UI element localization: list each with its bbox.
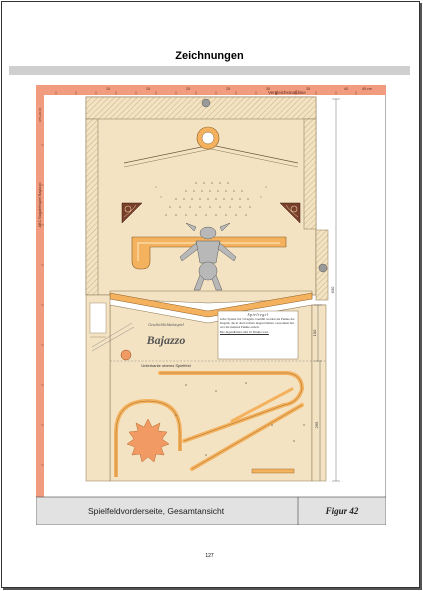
rules-body: Jeder Spieler hat 5 Kugeln. Gezählt werd… [220, 317, 295, 329]
left-corner-ornament-icon [121, 202, 143, 224]
figure-label: Figur 42 [325, 506, 359, 516]
jester-figure-icon [179, 222, 237, 291]
lower-pins [175, 382, 305, 456]
figure-caption: Spielfeldvorderseite, Gesamtansicht [88, 506, 225, 516]
pin-field [155, 182, 267, 216]
dimension-total-label: 630 [330, 286, 335, 293]
reference-line-label: Unterkante oberes Spielfeld [141, 363, 190, 368]
ruler-tick-35: 35 [306, 87, 310, 91]
ruler-tick-20: 20 [186, 87, 190, 91]
game-subtitle: Geschicklichkeitsspiel [148, 322, 184, 327]
upper-rail-track [131, 236, 287, 270]
ruler-label: Vergleichsmaßlinie [268, 90, 306, 95]
rules-note: Die Jugendfelder sind 10 Punkte wert. [220, 330, 269, 334]
caption-bar [36, 496, 386, 525]
left-ruler: ABC Bagatellspiel Bajazzo ATS-20-04 [36, 85, 44, 497]
ruler-tick-15: 15 [146, 87, 150, 91]
dimension-lower-label: 295 [314, 421, 319, 428]
dimension-lines [314, 98, 340, 482]
top-ruler: 10 15 20 25 30 35 40 45 cm Vergleichsmaß… [36, 85, 386, 95]
technical-drawing: 10 15 20 25 30 35 40 45 cm Vergleichsmaß… [36, 85, 386, 525]
page-heading: Zeichnungen [175, 50, 244, 62]
rules-text-box: Spielregel Jeder Spieler hat 5 Kugeln. G… [220, 312, 295, 335]
middle-divider [109, 290, 313, 318]
ruler-tick-25: 25 [226, 87, 230, 91]
side-code: ATS-20-04 [38, 108, 42, 123]
side-caption: ABC Bagatellspiel Bajazzo [38, 183, 42, 228]
dimension-mid-label: 100 [312, 329, 317, 336]
right-corner-ornament-icon [279, 202, 301, 224]
page-number: 127 [205, 553, 214, 559]
sun-wheel-icon [126, 418, 170, 463]
lower-rail-tracks [114, 371, 305, 477]
heading-divider-bar [9, 66, 410, 75]
ruler-tick-45: 45 cm [362, 87, 372, 91]
rules-placard [217, 310, 299, 360]
ruler-tick-10: 10 [106, 87, 110, 91]
ruler-tick-30: 30 [266, 87, 270, 91]
game-title: Bajazzo [146, 333, 186, 347]
rules-title: Spielregel [247, 312, 269, 317]
ruler-tick-40: 40 [344, 87, 348, 91]
